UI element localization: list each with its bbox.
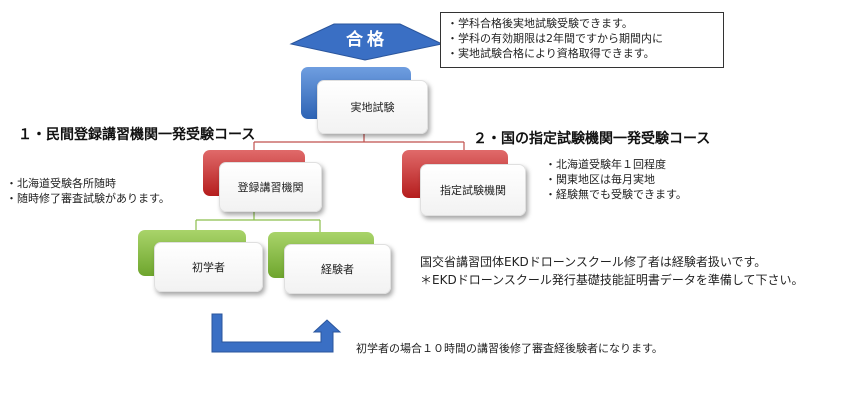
ekd-note: 国交省講習団体EKDドローンスクール修了者は経験者扱いです。 ＊EKDドローンス… xyxy=(420,253,804,289)
note-line: ・実地試験合格により資格取得できます。 xyxy=(447,47,655,60)
registered-body-node: 登録講習機関 xyxy=(203,150,322,212)
experienced-label: 経験者 xyxy=(284,244,391,294)
practical-exam-label: 実地試験 xyxy=(317,80,428,134)
ekd-note-line: 国交省講習団体EKDドローンスクール修了者は経験者扱いです。 xyxy=(420,255,767,269)
pass-banner-label: 合格 xyxy=(346,30,388,50)
pass-banner-arrow xyxy=(289,23,444,61)
registered-body-label: 登録講習機関 xyxy=(219,162,322,212)
ekd-note-line: ＊EKDドローンスクール発行基礎技能証明書データを準備して下さい。 xyxy=(420,273,804,287)
course2-bullet: ・北海道受験年１回程度 xyxy=(545,158,666,171)
course2-bullet: ・関東地区は毎月実地 xyxy=(545,173,655,186)
course2-bullet: ・経験無でも受験できます。 xyxy=(545,188,687,201)
practical-exam-node: 実地試験 xyxy=(301,67,428,135)
beginner-node: 初学者 xyxy=(138,230,263,292)
course1-bullet: ・北海道受験各所随時 xyxy=(6,177,116,190)
bent-arrow xyxy=(211,313,342,353)
note-line: ・学科合格後実地試験受験できます。 xyxy=(447,17,633,30)
exam-note-box: ・学科合格後実地試験受験できます。 ・学科の有効期限は2年間ですから期間内に ・… xyxy=(440,12,724,68)
note-line: ・学科の有効期限は2年間ですから期間内に xyxy=(447,32,663,45)
beginner-note: 初学者の場合１０時間の講習後修了審査経後験者になります。 xyxy=(356,342,663,355)
course2-title: ２・国の指定試験機関一発受験コース xyxy=(473,131,711,147)
course1-bullets: ・北海道受験各所随時 ・随時修了審査試験があります。 xyxy=(6,176,170,206)
designated-body-node: 指定試験機関 xyxy=(402,150,526,216)
course2-bullets: ・北海道受験年１回程度 ・関東地区は毎月実地 ・経験無でも受験できます。 xyxy=(545,157,687,202)
experienced-node: 経験者 xyxy=(268,232,391,294)
designated-body-label: 指定試験機関 xyxy=(420,164,526,216)
course1-bullet: ・随時修了審査試験があります。 xyxy=(6,192,170,205)
beginner-label: 初学者 xyxy=(154,242,263,292)
course1-title: １・民間登録講習機関一発受験コース xyxy=(18,127,256,143)
